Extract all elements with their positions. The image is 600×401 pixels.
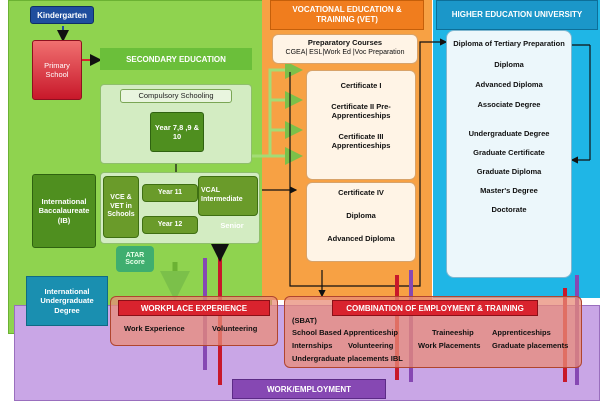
certificate-i-label: Certificate I <box>340 81 382 90</box>
kindergarten-box: Kindergarten <box>30 6 94 24</box>
certificate-iv-label: Certificate IV <box>338 188 384 197</box>
primary-school-label: Primary School <box>44 61 70 79</box>
advanced-diploma-label: Advanced Diploma <box>327 234 395 243</box>
senior-label: Senior <box>220 220 244 230</box>
combination-volunteering-label: Volunteering <box>348 341 394 350</box>
primary-school-box: Primary School <box>32 40 82 100</box>
he-item-associate-degree: Associate Degree <box>477 100 541 110</box>
kindergarten-label: Kindergarten <box>37 10 87 20</box>
atar-score-box: ATAR Score <box>116 246 154 272</box>
he-item-graduate-certificate: Graduate Certificate <box>473 148 545 158</box>
preparatory-courses-title: Preparatory Courses <box>307 38 383 47</box>
compulsory-schooling-label: Compulsory Schooling <box>120 89 232 103</box>
he-item-graduate-diploma: Graduate Diploma <box>476 167 542 177</box>
preparatory-courses-subtitle: CGEA| ESL|Work Ed |Voc Preparation <box>285 49 405 56</box>
he-item-masters-degree: Master's Degree <box>480 186 538 196</box>
work-experience-label: Work Experience <box>124 324 185 333</box>
he-item-doctorate: Doctorate <box>491 205 527 215</box>
certificate-iv-box: Certificate IV Diploma Advanced Diploma <box>306 182 416 262</box>
school-based-apprenticeship-label: School Based Apprenticeship <box>292 328 398 337</box>
sbat-label: (SBAT) <box>292 316 317 325</box>
internships-label: Internships <box>292 341 333 350</box>
year-7-10-box: Year 7,8 ,9 & 10 <box>150 112 204 152</box>
certificate-ii-label: Certificate II Pre-Apprenticeships <box>331 102 391 120</box>
vet-header: VOCATIONAL EDUCATION & TRAINING (VET) <box>270 0 424 30</box>
ib-box: International Baccalaureate (IB) <box>32 174 96 248</box>
certificate-iii-label: Certificate III Apprenticeships <box>331 132 391 150</box>
he-item-advanced-diploma: Advanced Diploma <box>475 80 543 90</box>
preparatory-courses-box: Preparatory Courses CGEA| ESL|Work Ed |V… <box>272 34 418 64</box>
he-item-undergraduate-degree: Undergraduate Degree <box>468 129 550 139</box>
international-undergraduate-degree-box: International Undergraduate Degree <box>26 276 108 326</box>
higher-education-header: HIGHER EDUCATION UNIVERSITY <box>436 0 598 30</box>
workplace-volunteering-label: Volunteering <box>212 324 258 333</box>
diploma-label: Diploma <box>346 211 376 220</box>
graduate-placements-label: Graduate placements <box>492 341 569 350</box>
he-item-diploma: Diploma <box>494 60 524 70</box>
traineeship-label: Traineeship <box>432 328 474 337</box>
certificates-i-iii-box: Certificate I Certificate II Pre-Apprent… <box>306 70 416 180</box>
year-11-box: Year 11 <box>142 184 198 202</box>
secondary-education-header: SECONDARY EDUCATION <box>100 48 252 70</box>
undergraduate-placements-label: Undergraduate placements IBL <box>292 354 403 363</box>
vce-vet-box: VCE & VET in Schools <box>103 176 139 238</box>
higher-education-panel: Diploma of Tertiary Preparation Diploma … <box>446 30 572 278</box>
work-employment-bar: WORK/EMPLOYMENT <box>232 379 386 399</box>
apprenticeships-label: Apprenticeships <box>492 328 551 337</box>
workplace-experience-header: WORKPLACE EXPERIENCE <box>118 300 270 316</box>
work-placements-label: Work Placements <box>418 341 481 350</box>
year-12-box: Year 12 <box>142 216 198 234</box>
vcal-box: VCAL Intermediate <box>198 176 258 216</box>
combination-header: COMBINATION OF EMPLOYMENT & TRAINING <box>332 300 538 316</box>
he-item-diploma-tertiary: Diploma of Tertiary Preparation <box>453 39 565 48</box>
